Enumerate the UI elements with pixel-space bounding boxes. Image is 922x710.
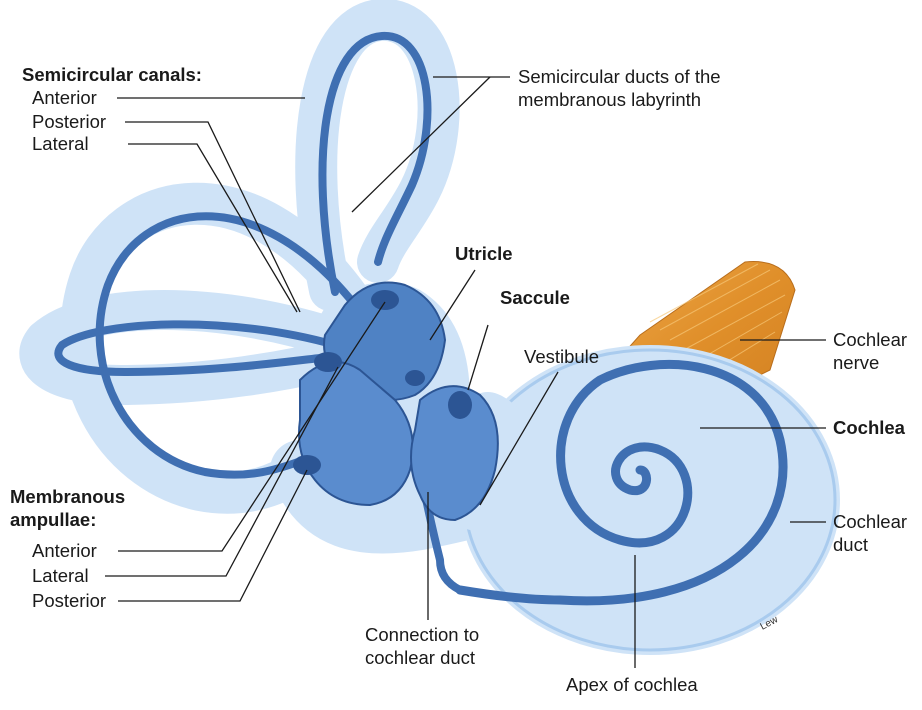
canal-anterior-label: Anterior xyxy=(32,87,97,109)
cochlea-label: Cochlea xyxy=(833,417,905,439)
ampulla-anterior-bulb xyxy=(371,290,399,310)
ampulla-posterior-bulb xyxy=(293,455,321,475)
semicircular-ducts-label-line1: Semicircular ducts of the xyxy=(518,66,721,88)
canal-posterior-label: Posterior xyxy=(32,111,106,133)
connection-label-line1: Connection to xyxy=(365,624,479,646)
utricle-macula xyxy=(405,370,425,386)
connection-label-line2: cochlear duct xyxy=(365,647,475,669)
membranous-ampullae-heading-line1: Membranous xyxy=(10,486,125,508)
membranous-ampullae-heading-line2: ampullae: xyxy=(10,509,96,531)
saccule-macula xyxy=(448,391,472,419)
cochlear-nerve-label-line2: nerve xyxy=(833,352,879,374)
vestibule-label: Vestibule xyxy=(524,346,599,368)
cochlear-duct-label-line2: duct xyxy=(833,534,868,556)
cochlear-nerve-label-line1: Cochlear xyxy=(833,329,907,351)
canal-lateral-label: Lateral xyxy=(32,133,89,155)
apex-of-cochlea-label: Apex of cochlea xyxy=(566,674,698,696)
ampulla-posterior-label: Posterior xyxy=(32,590,106,612)
utricle-label: Utricle xyxy=(455,243,513,265)
ampulla-anterior-label: Anterior xyxy=(32,540,97,562)
ampulla-lateral-bulb xyxy=(314,352,342,372)
leader-saccule xyxy=(468,325,488,390)
saccule-label: Saccule xyxy=(500,287,570,309)
semicircular-canals-heading: Semicircular canals: xyxy=(22,64,202,86)
ampulla-lateral-label: Lateral xyxy=(32,565,89,587)
cochlear-duct-label-line1: Cochlear xyxy=(833,511,907,533)
semicircular-ducts-label-line2: membranous labyrinth xyxy=(518,89,701,111)
